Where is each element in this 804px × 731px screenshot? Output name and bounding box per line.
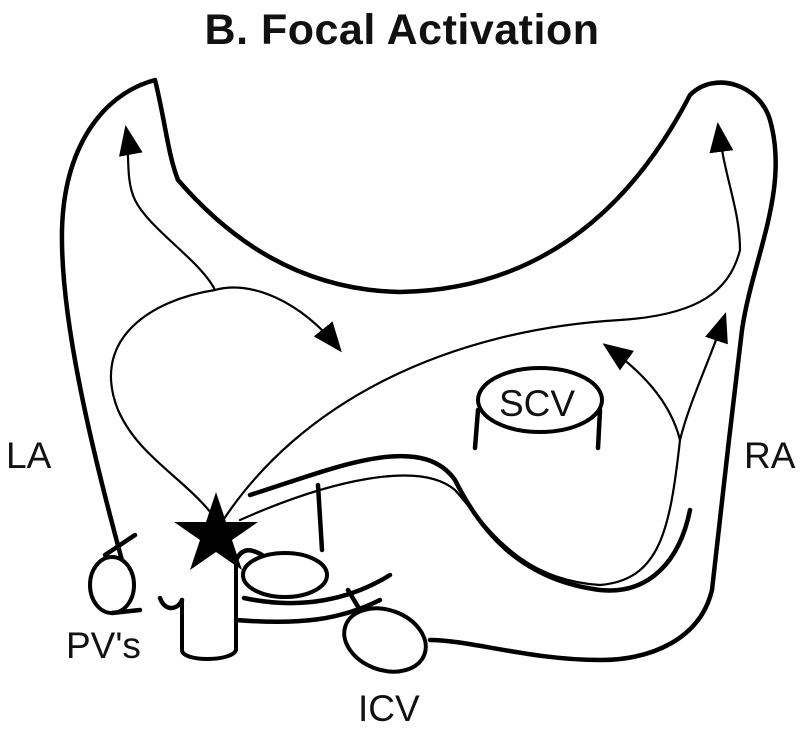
atria-outline [62, 80, 776, 660]
label-icv: ICV [358, 688, 420, 729]
label-pvs: PV's [66, 625, 141, 666]
focal-star [174, 492, 258, 570]
label-la: LA [6, 435, 52, 476]
activation-pathways [111, 125, 740, 585]
icv-vessel [335, 590, 434, 683]
label-ra: RA [744, 435, 796, 476]
label-scv: SCV [499, 383, 575, 424]
